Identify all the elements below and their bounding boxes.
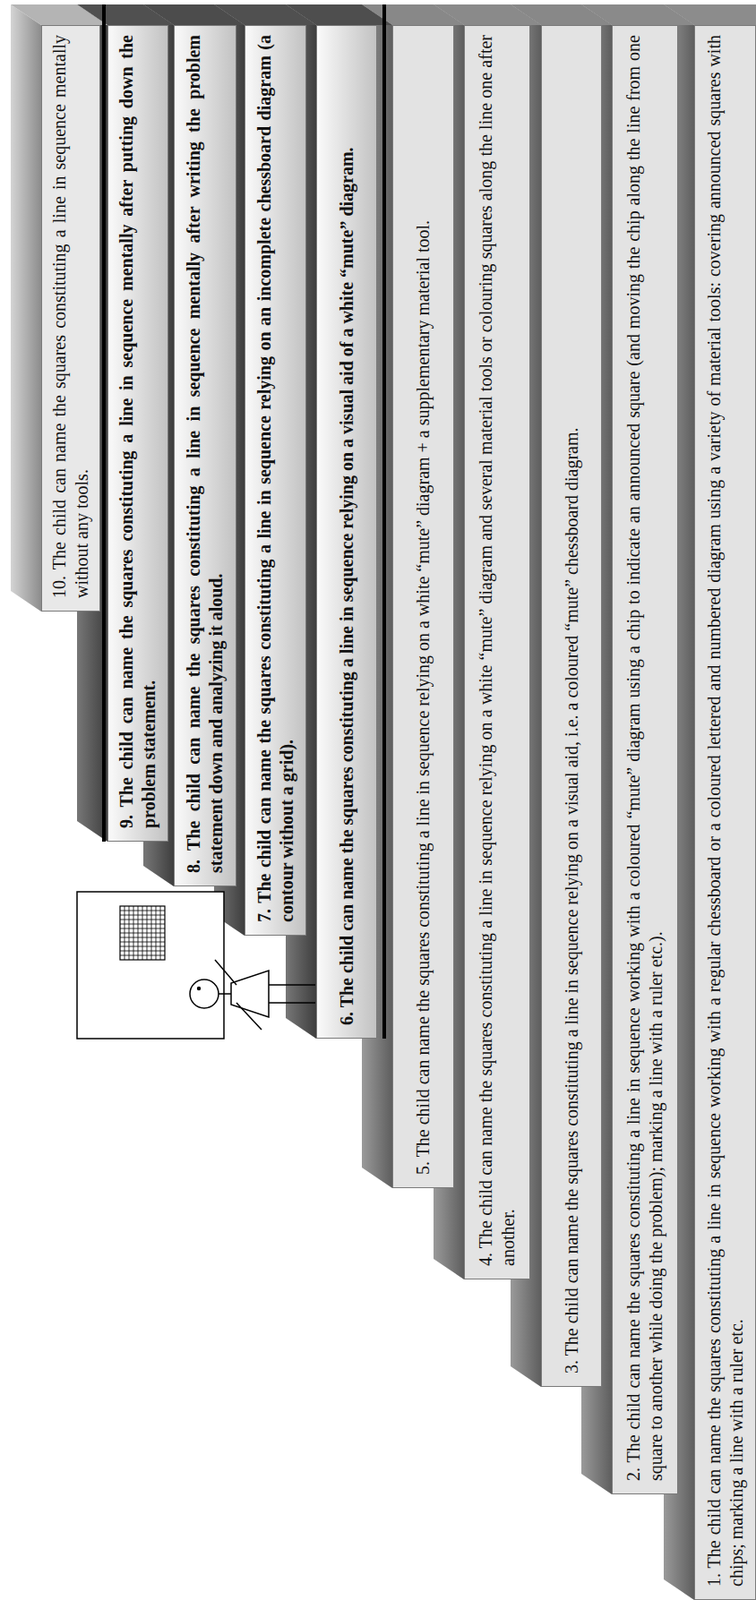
step-text: 5. The child can name the squares consti… [412, 34, 435, 1176]
step-text: 4. The child can name the squares consti… [474, 34, 520, 1267]
step-text: 7. The child can name the squares consti… [253, 34, 299, 923]
step-box: 5. The child can name the squares consti… [392, 25, 455, 1189]
chessboard-grid [120, 906, 165, 961]
step-text: 3. The child can name the squares consti… [560, 34, 584, 1375]
step-box: 1. The child can name the squares consti… [694, 25, 756, 1600]
step-text: 6. The child can name the squares consti… [335, 34, 359, 1026]
figure-head [189, 979, 219, 1009]
step-box: 6. The child can name the squares consti… [316, 25, 378, 1040]
group-edge-line [102, 4, 106, 842]
step-box: 9. The child can name the squares consti… [107, 25, 169, 842]
figure-arms [214, 960, 262, 1031]
step-text: 1. The child can name the squares consti… [703, 34, 748, 1588]
group-edge-line [382, 4, 387, 1040]
step-box: 10. The child can name the squares const… [41, 25, 101, 612]
step-box: 2. The child can name the squares consti… [611, 25, 679, 1495]
figure-eye [197, 987, 201, 991]
step-side-face [10, 4, 42, 612]
step-text: 9. The child can name the squares consti… [115, 34, 161, 829]
step-box: 7. The child can name the squares consti… [244, 25, 307, 937]
figure-legs [268, 985, 316, 1004]
step-top-face [10, 4, 108, 26]
step-box: 4. The child can name the squares consti… [463, 25, 531, 1281]
step-text: 2. The child can name the squares consti… [622, 34, 668, 1482]
board-frame [77, 892, 224, 1040]
step-text: 10. The child can name the squares const… [48, 34, 94, 599]
step-box: 3. The child can name the squares consti… [541, 25, 602, 1388]
step-text: 8. The child can name the squares consti… [182, 34, 228, 874]
chessboard-grid [120, 906, 165, 961]
step-box: 8. The child can name the squares consti… [173, 25, 237, 887]
